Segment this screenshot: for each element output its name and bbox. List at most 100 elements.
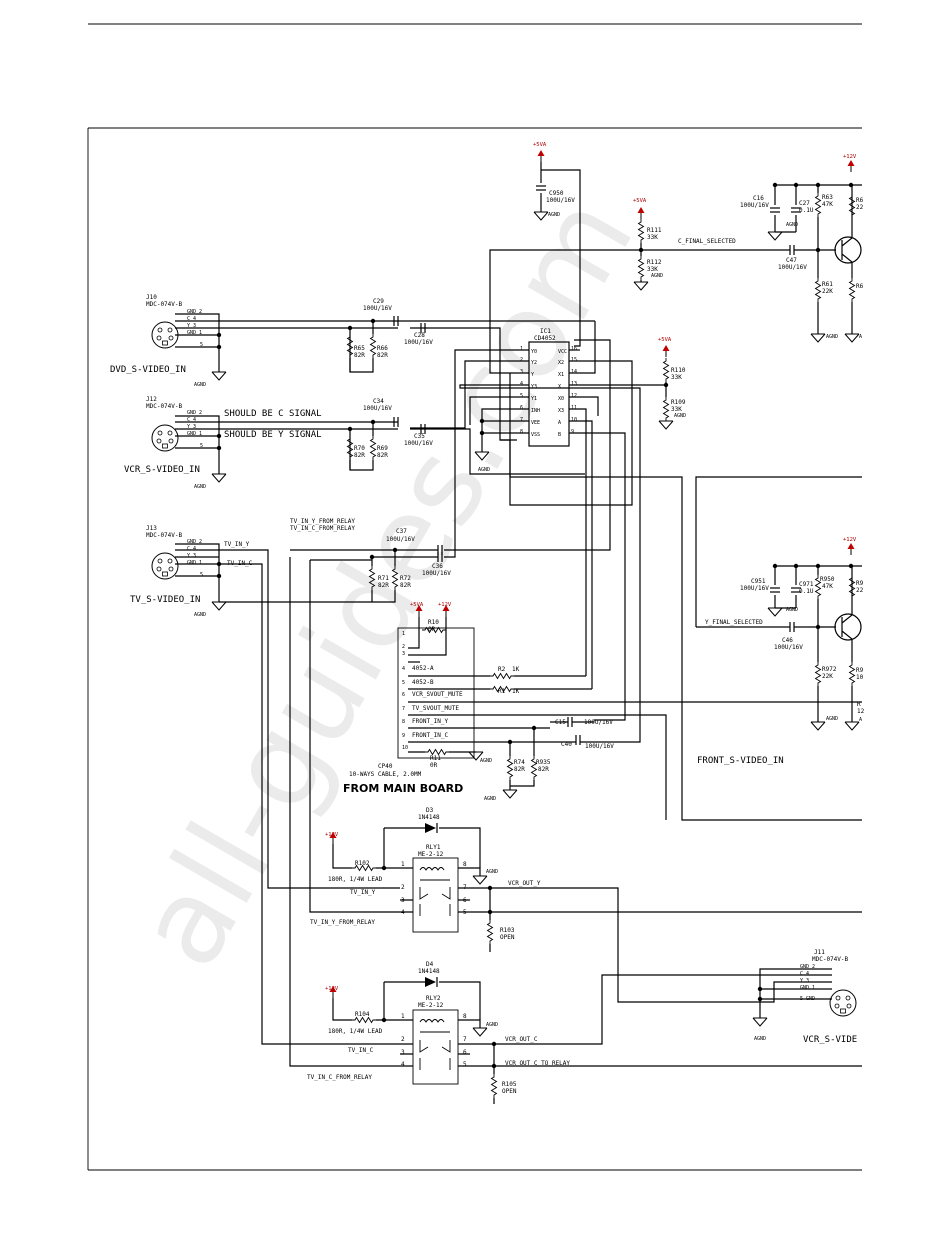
c-buffer-stage: +12V AGND C16 100U/16V C27 0.1U R63 47K … [740,154,864,343]
j10-pin-gnd1: GND 1 [187,330,202,336]
svg-text:AGND: AGND [486,869,498,875]
svg-text:33K: 33K [671,374,682,381]
cp40-pin-number: 6 [402,692,405,698]
ic-pin-name: B [558,432,561,438]
svg-text:33K: 33K [671,406,682,413]
svg-text:100U/16V: 100U/16V [422,570,451,577]
svg-text:AGND: AGND [826,334,838,340]
svg-text:Y 3: Y 3 [187,424,196,430]
svg-text:AGND: AGND [826,716,838,722]
svg-text:GND 1: GND 1 [187,560,202,566]
ic-pin-name: Y2 [531,360,537,366]
svg-text:Y_FINAL_SELECTED: Y_FINAL_SELECTED [705,619,763,626]
ic-pin-number: 15 [571,357,577,363]
svg-text:GND 1: GND 1 [187,431,202,437]
svg-text:82R: 82R [377,352,388,359]
svg-text:0.1U: 0.1U [799,207,814,214]
ic-pin-number: 14 [571,369,577,375]
svg-text:R10: R10 [428,619,439,626]
relay-pin-number: 1 [401,1013,405,1020]
relay-pin-number: 1 [401,861,405,868]
svg-text:OPEN: OPEN [500,934,515,941]
y-bias-divider: +5VA R110 33K R109 33K AGND [658,337,686,430]
svg-text:C40: C40 [561,741,572,748]
svg-text:5: 5 [200,443,203,449]
svg-text:C29: C29 [373,298,384,305]
svg-text:33K: 33K [647,234,658,241]
svg-text:Y 3: Y 3 [187,553,196,559]
cp40-pin-number: 3 [402,651,405,657]
svg-text:R72: R72 [400,575,411,582]
svg-text:AGND: AGND [548,212,560,218]
ic-pin-name: A [558,420,561,426]
j10-pin-c4: C 4 [187,316,196,322]
ic1-wiring: AGND [410,249,862,821]
vcr-input-passives: C34 100U/16V C35 100U/16V R70 82R R69 82… [347,398,585,475]
ic-pin-number: 13 [571,381,577,387]
svg-text:GND 2: GND 2 [187,410,202,416]
svg-text:100U/16V: 100U/16V [585,743,614,750]
svg-text:180R, 1/4W LEAD: 180R, 1/4W LEAD [328,876,383,883]
svg-text:1K: 1K [512,688,520,695]
ic-pin-name: Y1 [531,396,537,402]
svg-text:R2: R2 [498,666,506,673]
svg-text:C46: C46 [782,637,793,644]
svg-text:22: 22 [856,204,864,211]
svg-text:100U/16V: 100U/16V [363,405,392,412]
ic-pin-name: INH [531,408,540,414]
svg-text:AGND: AGND [786,607,798,613]
svg-text:VCR_OUT_C_TO_RELAY: VCR_OUT_C_TO_RELAY [505,1060,570,1067]
svg-text:VCR_S-VIDEO_IN: VCR_S-VIDEO_IN [124,465,200,475]
svg-text:TV_IN_Y: TV_IN_Y [224,541,250,548]
svg-text:100U/16V: 100U/16V [386,536,415,543]
svg-text:RLY1: RLY1 [426,844,441,851]
cp40-pin-number: 4 [402,666,405,672]
j10-name: DVD_S-VIDEO_IN [110,365,186,375]
svg-text:MDC-074V-B: MDC-074V-B [146,532,183,539]
svg-text:D3: D3 [426,807,434,814]
svg-text:82R: 82R [538,766,549,773]
svg-text:AGND: AGND [674,413,686,419]
ic-pin-number: 3 [520,369,523,375]
svg-text:Y 3: Y 3 [800,978,809,984]
svg-text:R103: R103 [500,927,515,934]
svg-text:100U/16V: 100U/16V [740,202,769,209]
svg-text:82R: 82R [354,452,365,459]
svg-text:ME-2-12: ME-2-12 [418,851,444,858]
svg-text:C28: C28 [414,332,425,339]
svg-text:1K: 1K [512,666,520,673]
svg-text:R71: R71 [378,575,389,582]
ic-pin-name: Y0 [531,349,537,355]
svg-text:J12: J12 [146,396,157,403]
svg-text:J11: J11 [814,949,825,956]
c-bias-divider: +5VA R111 33K R112 33K AGND C_FINAL_SELE… [633,198,736,291]
svg-text:ME-2-12: ME-2-12 [418,1002,444,1009]
y-buffer-stage: +12V AGND C951 100U/16V C971 0.1U R950 4… [695,476,865,766]
svg-text:C36: C36 [432,563,443,570]
ic-pin-number: 8 [520,429,523,435]
ic-pin-name: VEE [531,420,540,426]
svg-text:TV_S-VIDEO_IN: TV_S-VIDEO_IN [130,595,200,605]
relay-pin-number: 3 [401,897,405,904]
svg-text:RLY2: RLY2 [426,995,441,1002]
relay-pin-number: 5 [463,909,467,916]
ic-pin-name: X [558,384,561,390]
ic-pin-name: X3 [558,408,564,414]
svg-text:C34: C34 [373,398,384,405]
svg-text:+5VA: +5VA [410,602,424,608]
svg-text:R105: R105 [502,1081,517,1088]
svg-text:+12V: +12V [325,832,339,838]
svg-text:C35: C35 [414,433,425,440]
svg-text:1N4148: 1N4148 [418,814,440,821]
svg-text:10: 10 [856,674,864,681]
svg-text:AGND: AGND [194,612,206,618]
ic-pin-number: 12 [571,393,577,399]
note-y-signal: SHOULD BE Y SIGNAL [224,430,322,440]
relay-pin-number: 6 [463,897,467,904]
relay-pin-number: 8 [463,861,467,868]
j10-part: MDC-074V-B [146,301,183,308]
svg-text:R11: R11 [430,755,441,762]
svg-text:47K: 47K [822,201,833,208]
ic-pin-number: 7 [520,417,523,423]
